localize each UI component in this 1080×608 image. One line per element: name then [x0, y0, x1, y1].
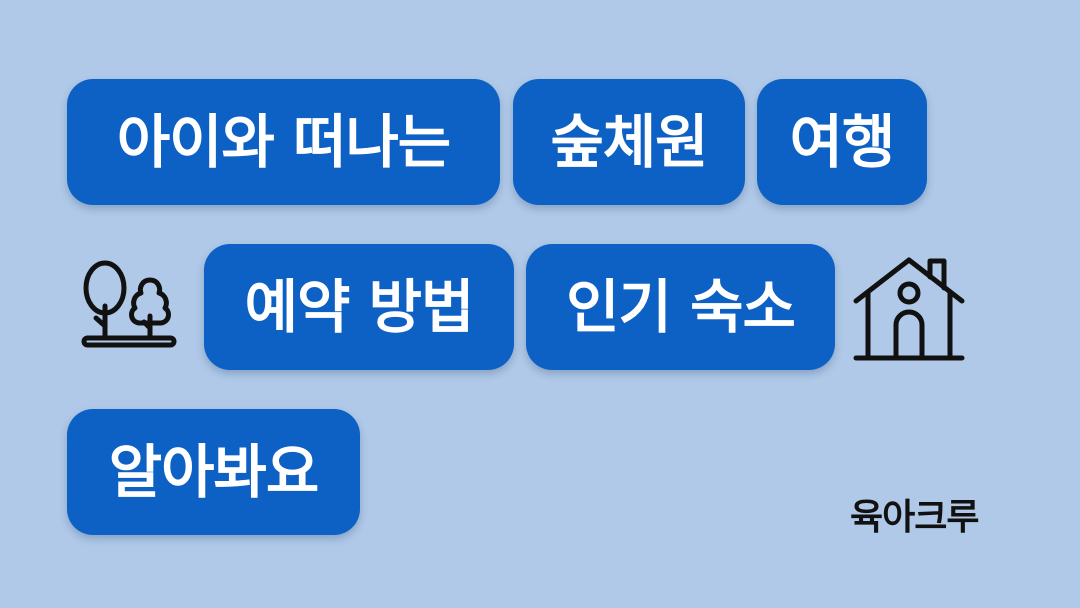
brand-logo: 육아크루: [850, 497, 979, 538]
title-pill-booking-method: 예약 방법: [204, 244, 514, 370]
title-pill-popular-lodging: 인기 숙소: [526, 244, 835, 370]
title-pill-find-out: 알아봐요: [67, 409, 360, 535]
title-pill-with-kids: 아이와 떠나는: [67, 79, 500, 205]
title-pill-forest-center: 숲체원: [513, 79, 745, 205]
house-icon: [853, 257, 965, 361]
title-pill-trip: 여행: [757, 79, 927, 205]
tree-icon: [81, 260, 177, 348]
